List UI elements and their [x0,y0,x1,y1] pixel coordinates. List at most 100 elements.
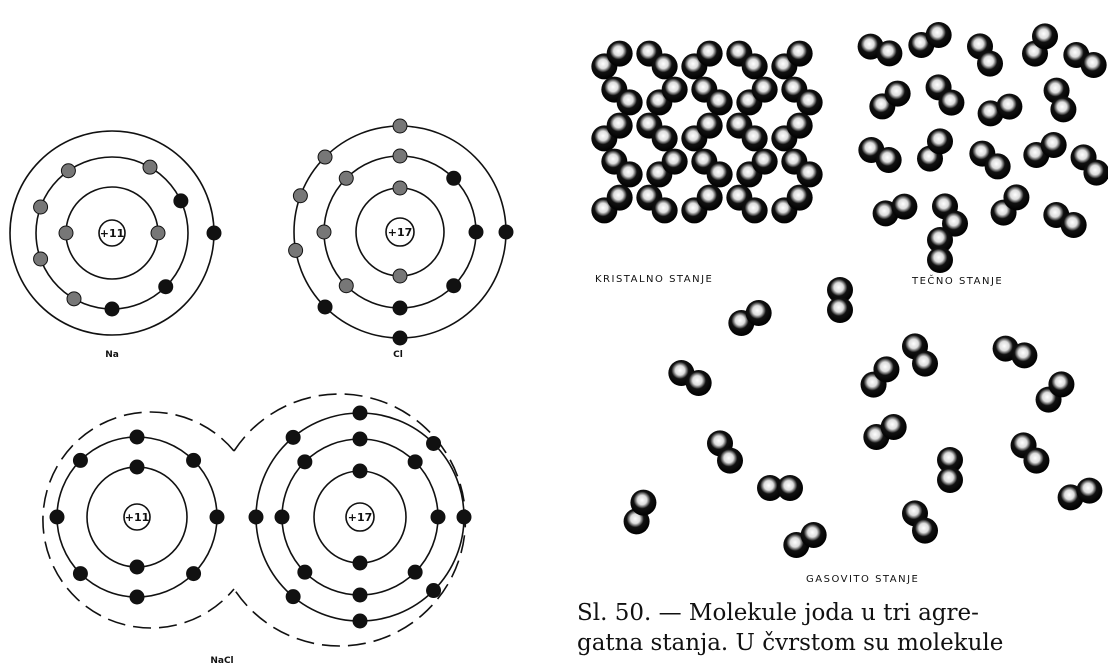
cl-label: Cl [393,350,403,360]
iodine-atom [696,40,723,67]
nacl-na-l-electron [209,509,225,525]
cl-m-electron [317,149,333,165]
iodine-atom [1050,96,1077,123]
iodine-atom [1076,477,1103,504]
iodine-atom [796,89,823,116]
nacl-na-k-electron [129,559,145,575]
iodine-atom [1060,212,1087,238]
cl-k-electron [392,180,408,196]
cl-m-electron [392,330,408,346]
iodine-molecule [902,500,938,544]
iodine-atom [1032,23,1058,50]
iodine-molecule [726,184,768,224]
nacl-na-nucleus-charge: +11 [125,511,150,524]
iodine-molecule [726,112,768,152]
iodine-molecule [860,356,900,398]
nacl-na-l-electron [129,589,145,605]
iodine-atom [661,148,688,175]
na-label: Na [105,350,119,360]
iodine-atom [1048,371,1075,398]
cl-nucleus-charge: +17 [388,226,413,239]
iodine-molecule [646,148,688,188]
cl-l-electron [392,148,408,164]
nacl-electrons [49,405,472,629]
iodine-molecule [869,80,911,120]
cl-l-electron [338,170,354,186]
iodine-molecule [668,360,712,396]
iodine-atom [616,161,643,188]
iodine-atom [706,161,733,188]
gas-state-molecules [623,277,1103,558]
na-l-electron [142,159,158,175]
iodine-atom [891,193,918,220]
iodine-atom [996,93,1023,120]
iodine-molecule [771,112,813,152]
iodine-molecule [591,112,633,152]
iodine-molecule [736,76,778,116]
nacl-cl-k-electron [352,555,368,571]
iodine-atom [606,40,633,67]
iodine-atom [942,210,968,237]
iodine-molecule [908,22,952,58]
iodine-molecule [783,522,827,558]
iodine-molecule [1035,371,1075,413]
iodine-molecule [1043,77,1077,123]
nacl-cl-nucleus-charge: +17 [348,511,373,524]
na-nucleus-charge: +11 [100,227,125,240]
iodine-molecule [591,40,633,80]
iodine-molecule [1023,132,1067,168]
iodine-molecule [932,193,968,237]
iodine-atom [1040,132,1067,158]
iodine-molecule [927,227,953,273]
iodine-molecule [636,40,678,80]
iodine-molecule [601,148,643,188]
nacl-cl-l-electron [274,509,290,525]
nacl-label: NaCl [210,656,233,666]
nacl-na-l-electron [72,452,88,468]
iodine-molecule [967,33,1003,77]
iodine-molecule [1063,42,1107,78]
na-l-electron [60,163,76,179]
cl-l-electron [468,224,484,240]
cl-m-electron [292,188,308,204]
iodine-molecule [1010,432,1050,474]
iodine-molecule [771,40,813,80]
iodine-molecule [728,300,772,336]
nacl-na-k-electron [129,459,145,475]
iodine-atom [717,447,743,474]
nacl-na-l-electron [129,429,145,445]
iodine-molecule [827,277,853,323]
iodine-atom [741,197,768,224]
nacl-na-outer-dashed [42,411,235,629]
nacl-cl-l-electron [407,454,423,470]
cl-k-electron [392,268,408,284]
figure-caption: Sl. 50. — Molekule joda u tri agre- gatn… [577,598,1108,658]
iodine-molecule [937,447,963,493]
iodine-atom [800,522,827,548]
iodine-atom [1080,52,1107,78]
nacl-cl-m-electron [352,613,368,629]
cl-l-electron [446,278,462,294]
nacl-na-l-electron [72,566,88,582]
iodine-atom [880,414,907,440]
iodine-atom [606,184,633,211]
iodine-molecule [681,40,723,80]
cl-m-electron [392,118,408,134]
nacl-cl-m-electron [248,509,264,525]
iodine-atom [796,161,823,188]
iodine-atom [1003,184,1030,211]
cl-l-electron [316,224,332,240]
iodine-atom [786,112,813,139]
liquid-state-molecules [857,22,1108,273]
iodine-molecule [990,184,1030,226]
iodine-atom [606,112,633,139]
iodine-atom [937,447,963,473]
iodine-atom [741,53,768,80]
nacl-na-l-electron [49,509,65,525]
iodine-atom [927,227,953,253]
nacl-cl-l-electron [352,587,368,603]
caption-line-1: Sl. 50. — Molekule joda u tri agre- [577,600,979,626]
iodine-molecule [646,76,688,116]
nacl-cl-l-electron [430,509,446,525]
